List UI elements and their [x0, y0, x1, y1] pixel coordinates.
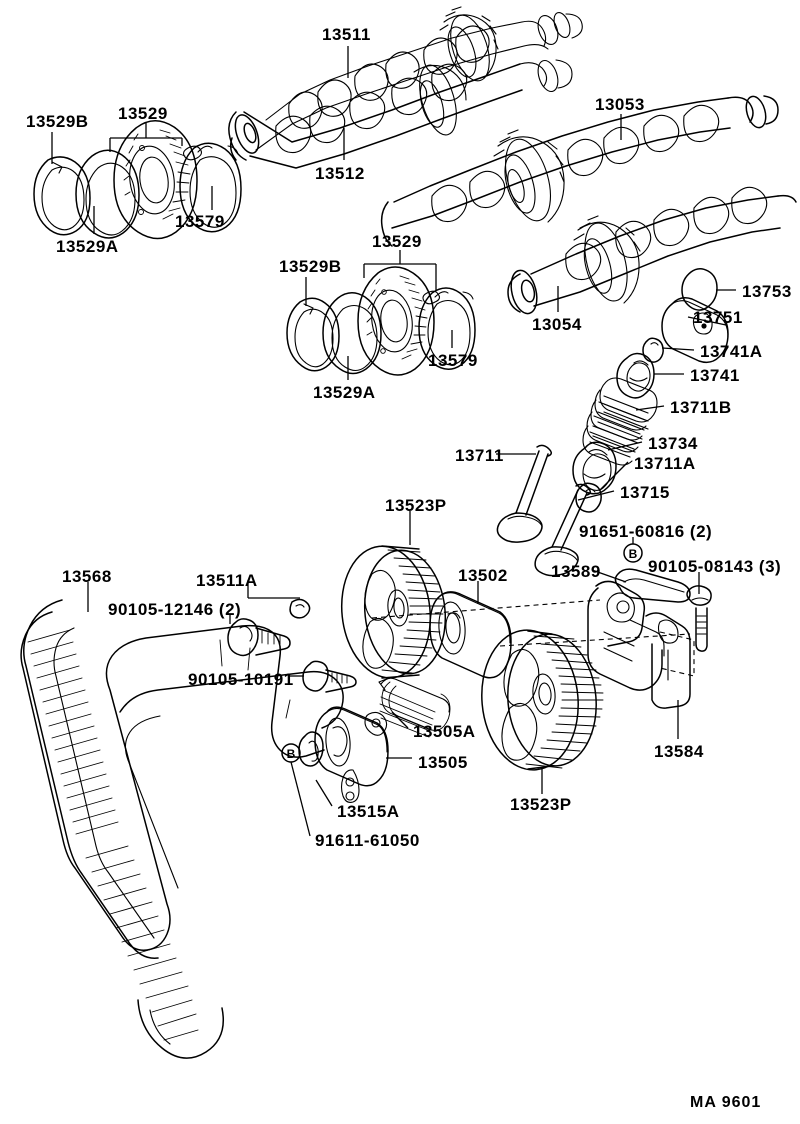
label-13529A-mid: 13529A: [313, 383, 376, 402]
camshaft-13053: [380, 95, 779, 247]
fasteners: [227, 585, 712, 693]
valve-intake: [496, 444, 552, 543]
camshaft-13511-13512: [228, 6, 583, 169]
label-91651-60816: 91651-60816 (2): [579, 522, 713, 541]
label-13505: 13505: [418, 753, 468, 772]
valve-exhaust: [534, 483, 591, 577]
label-13568: 13568: [62, 567, 112, 586]
label-13511A: 13511A: [196, 571, 258, 590]
label-13753: 13753: [742, 282, 792, 301]
label-13523P-top: 13523P: [385, 496, 447, 515]
svg-text:B: B: [287, 747, 296, 761]
label-13523P-bottom: 13523P: [510, 795, 572, 814]
label-13505A: 13505A: [413, 722, 476, 741]
reference-markers: B B: [281, 543, 643, 763]
label-13589: 13589: [551, 562, 601, 581]
assembly-axis-lines: [371, 599, 695, 677]
tensioner-bracket-13584: [587, 568, 691, 709]
label-90105-10191: 90105-10191: [188, 670, 294, 689]
sprocket-13523P-upper: [340, 545, 447, 679]
label-13711: 13711: [455, 446, 504, 465]
valve-spring: [582, 377, 658, 466]
label-13711A: 13711A: [634, 454, 696, 473]
idler-pulley-13502: [429, 591, 512, 679]
label-13715: 13715: [620, 483, 670, 502]
timing-belt: [20, 599, 344, 1059]
label-13529A-top: 13529A: [56, 237, 119, 256]
label-13741: 13741: [690, 366, 740, 385]
label-13053: 13053: [595, 95, 645, 114]
label-13512: 13512: [315, 164, 365, 183]
label-13711B: 13711B: [670, 398, 732, 417]
label-13529B-mid: 13529B: [279, 257, 342, 276]
label-13741A: 13741A: [700, 342, 763, 361]
label-13511: 13511: [322, 25, 371, 44]
label-13584: 13584: [654, 742, 704, 761]
label-13751: 13751: [693, 308, 743, 327]
valve-train-parts: [496, 268, 729, 577]
camshaft-13054: [507, 186, 797, 315]
label-13529B-top: 13529B: [26, 112, 89, 131]
belt-tensioner-13505: [298, 706, 389, 803]
label-13579-mid: 13579: [428, 351, 478, 370]
label-13054: 13054: [532, 315, 582, 334]
sheet-watermark: MA 9601: [690, 1094, 762, 1111]
label-13579-top: 13579: [175, 212, 225, 231]
label-91611-61050: 91611-61050: [315, 831, 420, 850]
label-13529-mid: 13529: [372, 232, 422, 251]
label-13502: 13502: [458, 566, 508, 585]
label-90105-12146: 90105-12146 (2): [108, 600, 242, 619]
sprocket-13523P-lower: [481, 629, 604, 771]
label-13734: 13734: [648, 434, 698, 453]
label-13515A: 13515A: [337, 802, 400, 821]
svg-text:B: B: [629, 547, 638, 561]
label-90105-08143: 90105-08143 (3): [648, 557, 782, 576]
label-13529-top: 13529: [118, 104, 168, 123]
